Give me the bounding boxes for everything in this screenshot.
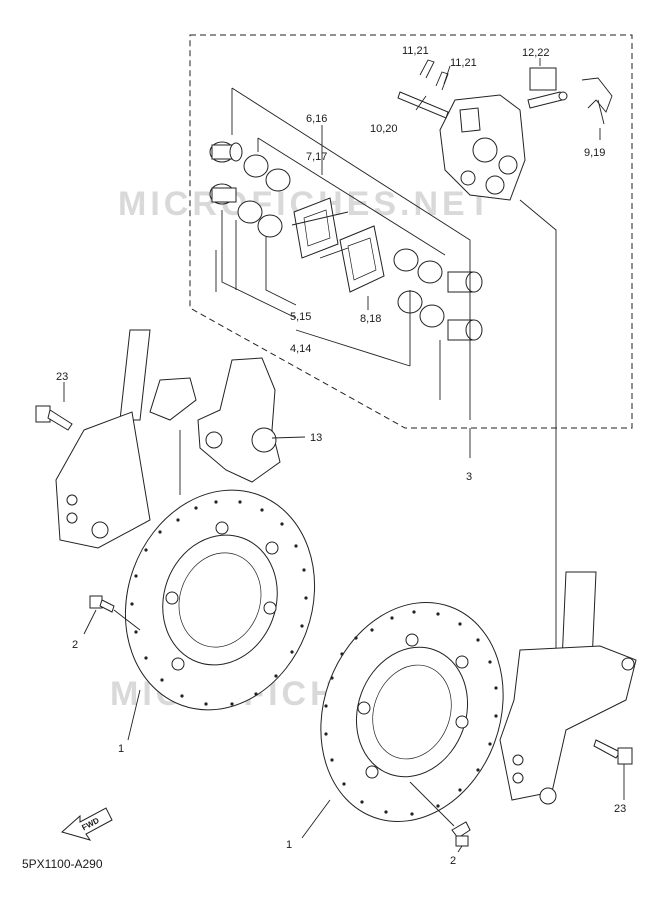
fork-leg-right	[499, 571, 637, 805]
callout-23-left: 23	[56, 371, 68, 383]
piston-seals-right	[393, 248, 483, 341]
disc-bolt-left	[83, 595, 141, 635]
callout-8-18: 8,18	[360, 313, 381, 325]
pin-clips	[419, 59, 449, 91]
callout-6-16: 6,16	[306, 113, 327, 125]
callout-5-15: 5,15	[290, 311, 311, 323]
callout-11-21-b: 11,21	[450, 57, 477, 69]
callout-9-19: 9,19	[584, 147, 605, 159]
callout-1-left: 1	[118, 743, 124, 755]
callout-11-21-a: 11,21	[402, 45, 429, 57]
callout-2-right: 2	[450, 855, 456, 867]
callout-1-right: 1	[286, 839, 292, 851]
caliper-pin	[397, 91, 449, 119]
disc-bolt-right	[409, 781, 471, 853]
bleed-screw	[527, 67, 568, 109]
callout-3: 3	[466, 471, 472, 483]
brake-pads	[293, 197, 385, 293]
diagram-code: 5PX1100-A290	[22, 857, 103, 871]
callout-4-14: 4,14	[290, 343, 311, 355]
bolt-right	[593, 739, 633, 800]
bolt-left	[35, 382, 73, 431]
brake-disc-left	[124, 489, 316, 741]
callout-13: 13	[310, 432, 322, 444]
assembly-boundary	[189, 34, 633, 429]
caliper-assembly-top	[439, 94, 526, 201]
piston-seals-left	[209, 141, 291, 238]
pad-spring	[581, 77, 613, 125]
caliper-left	[197, 357, 306, 483]
callout-23-right: 23	[614, 803, 626, 815]
callout-10-20: 10,20	[370, 123, 398, 135]
fork-leg-left	[55, 329, 197, 549]
callout-7-17: 7,17	[306, 151, 327, 163]
callout-12-22: 12,22	[522, 47, 550, 59]
group-leader-lines	[215, 58, 601, 660]
callout-2-left: 2	[72, 639, 78, 651]
brake-disc-right	[301, 602, 504, 839]
forward-arrow-icon: FWD	[60, 807, 113, 841]
